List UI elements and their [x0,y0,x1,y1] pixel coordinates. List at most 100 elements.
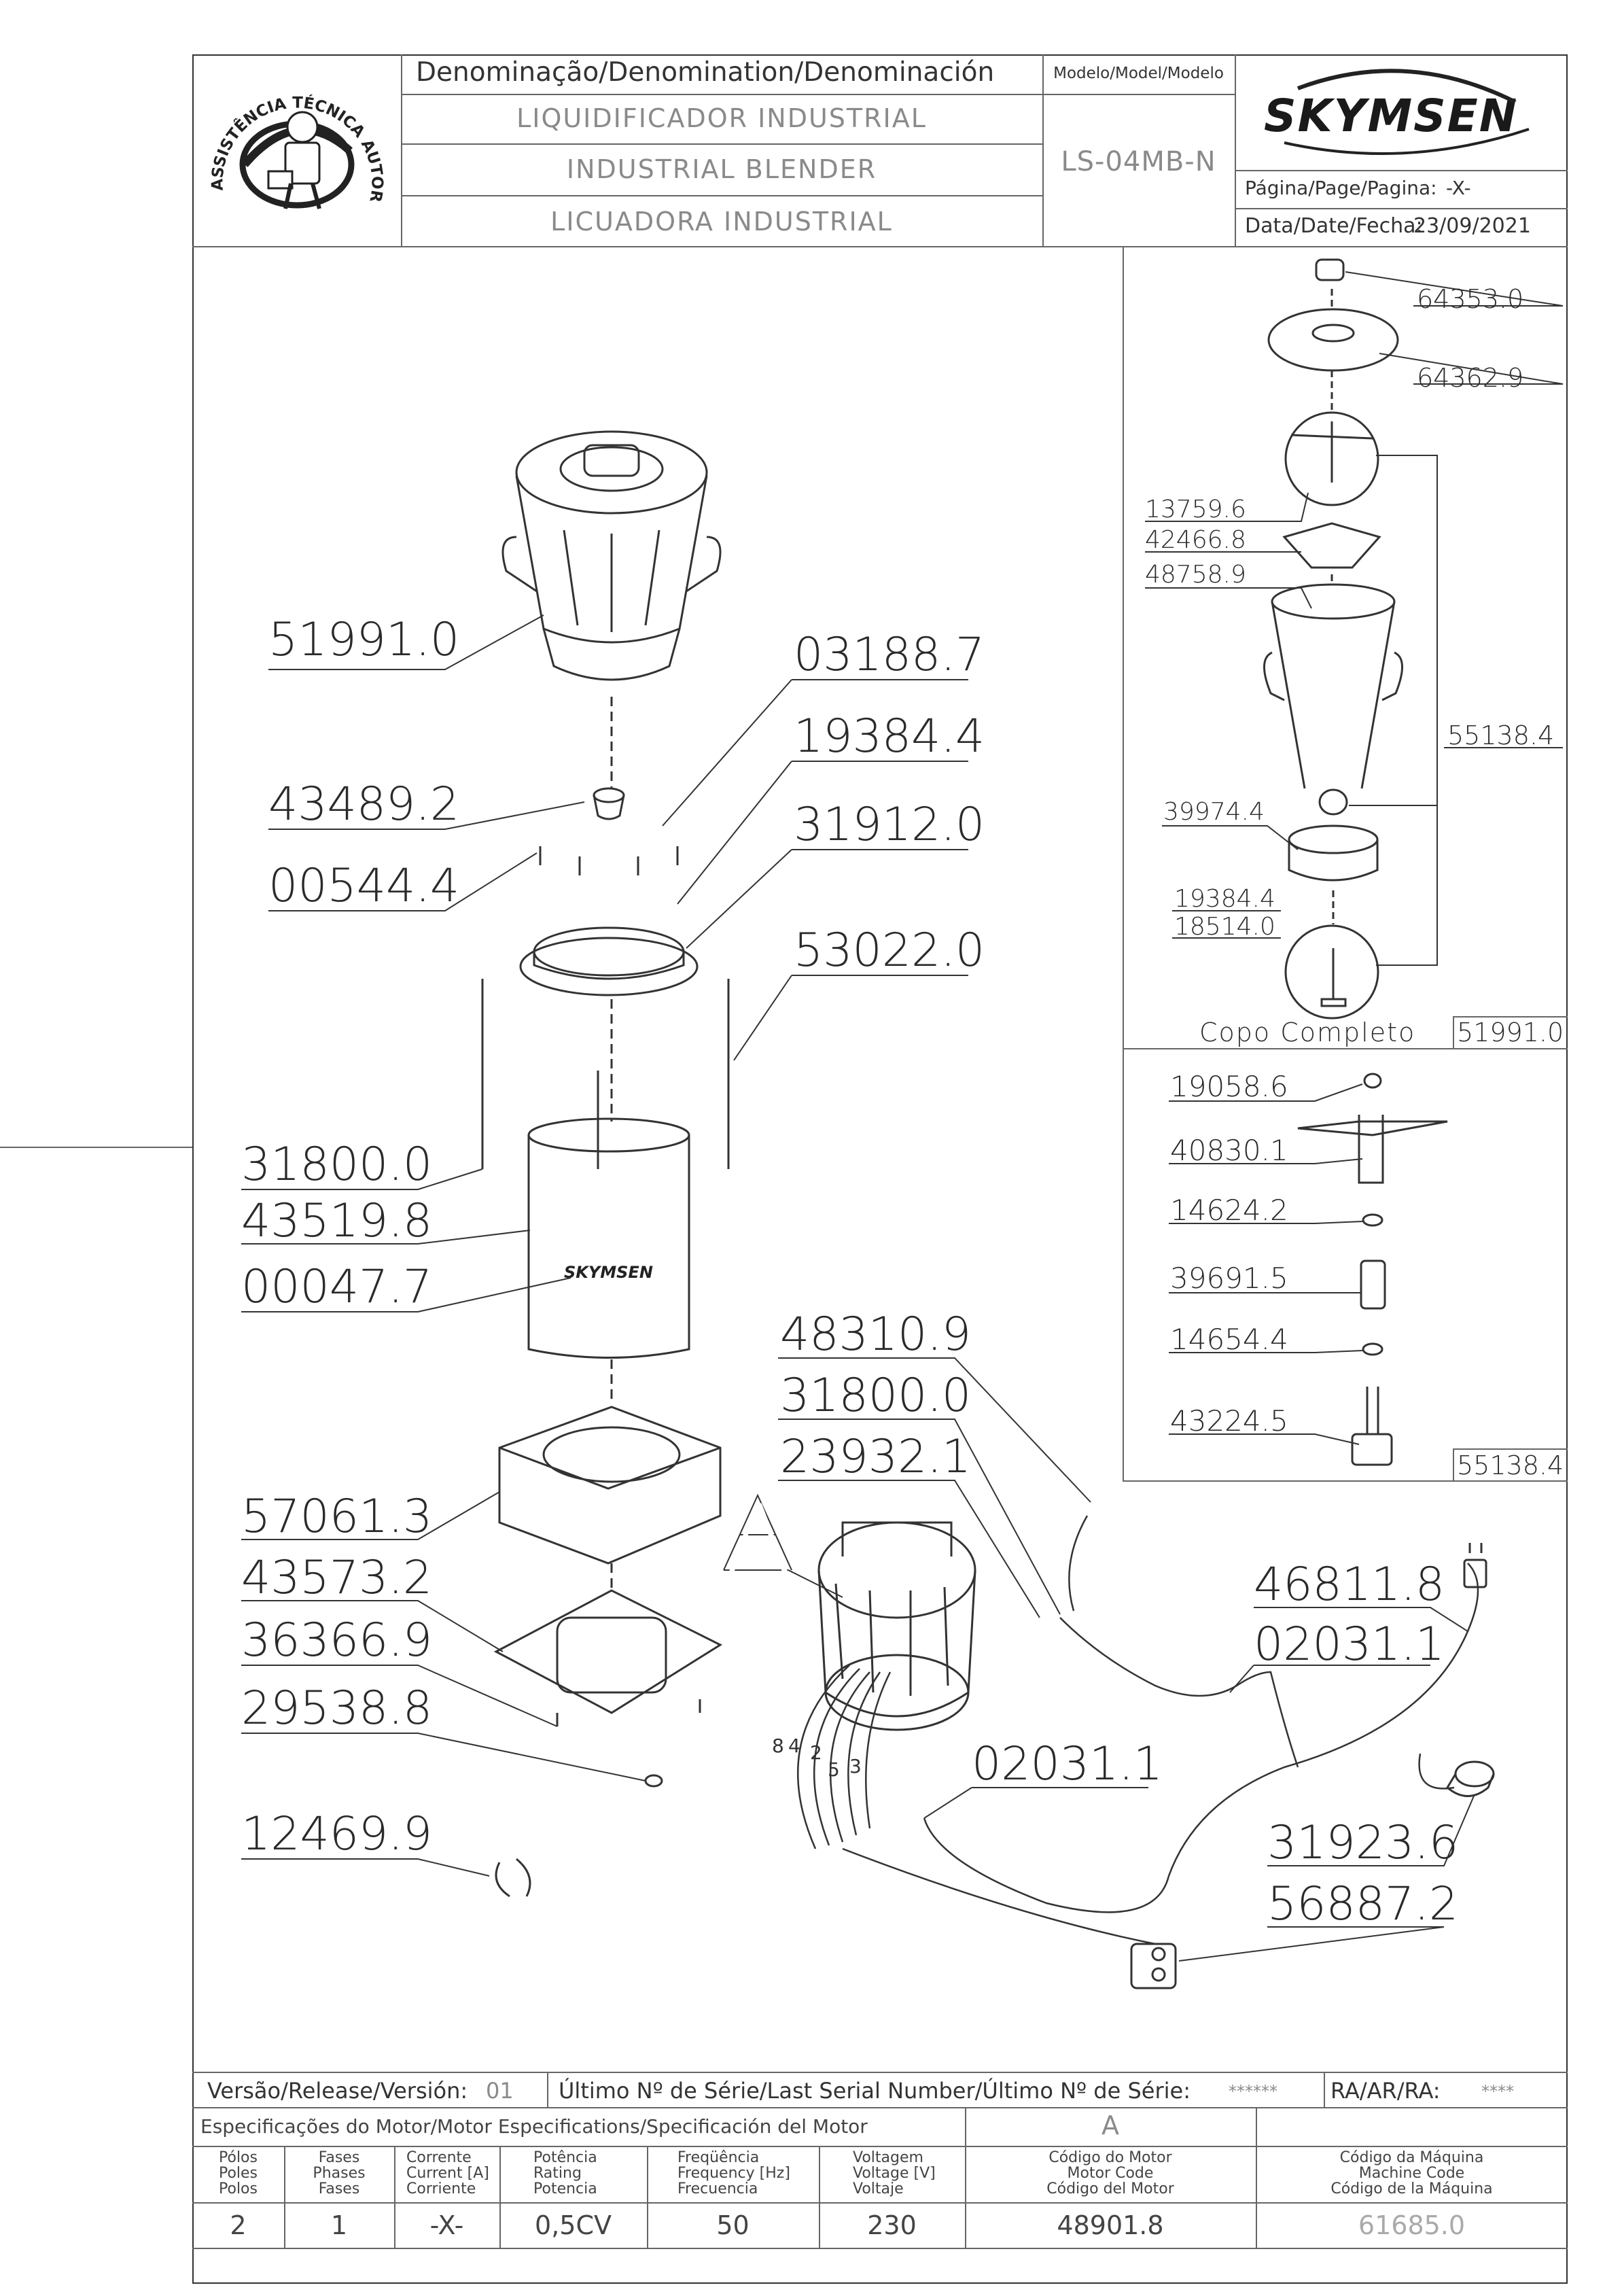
svg-text:SKYMSEN: SKYMSEN [564,1263,653,1282]
part-02031-1-a: 02031.1 [1254,1618,1445,1671]
blade-panel-leaders [1169,1083,1363,1445]
part-64353-0: 64353.0 [1417,284,1524,314]
part-53022-0: 53022.0 [794,924,985,977]
part-48310-9: 48310.9 [780,1308,972,1361]
part-03188-7: 03188.7 [794,628,985,682]
part-18514-0: 18514.0 [1174,913,1275,941]
part-19384-4: 19384.4 [794,710,985,763]
part-12469-9: 12469.9 [241,1807,433,1861]
power-plug-icon [1463,1543,1487,1588]
motor-cylinder-icon: SKYMSEN [527,1117,690,1359]
frequency-value: 50 [716,2210,750,2240]
motor-spec-label: Especificações do Motor/Motor Especifica… [200,2115,868,2138]
date-label: Data/Date/Fecha: [1245,214,1423,238]
coupling-icon [539,787,679,875]
part-64362-9: 64362.9 [1417,363,1524,393]
part-36366-9: 36366.9 [241,1614,433,1667]
part-40830-1: 40830.1 [1170,1134,1288,1167]
cup-panel-title: Copo Completo [1199,1017,1416,1047]
part-57061-3: 57061.3 [241,1490,433,1544]
part-48758-9: 48758.9 [1145,561,1246,589]
cup-panel-drawing [1263,258,1403,1020]
cup-panel-leaders [1145,271,1564,966]
brand-logo: SKYMSEN [1264,90,1519,142]
part-31923-6: 31923.6 [1267,1816,1459,1870]
base-plate-icon [519,926,699,996]
part-42466-8: 42466.8 [1145,526,1246,554]
wire-number-8: 8 [772,1735,784,1757]
part-43224-5: 43224.5 [1170,1404,1288,1438]
motor-spec-ref: A [1101,2110,1119,2140]
brand-swoosh-icon [1284,69,1530,155]
switch-icon [1130,1943,1177,1989]
motor-assembly-icon [817,1521,976,1731]
part-29538-8: 29538.8 [241,1682,433,1735]
blender-jar-icon [501,430,722,681]
name-es: LICUADORA INDUSTRIAL [550,207,893,237]
phases-value: 1 [330,2210,348,2240]
page-label: Página/Page/Pagina: [1245,177,1437,199]
voltage-value: 230 [867,2210,917,2240]
bottom-plate-icon [493,1589,723,1788]
connector-icon [1446,1760,1495,1797]
name-pt: LIQUIDIFICADOR INDUSTRIAL [516,103,927,133]
page-value: -X- [1446,177,1471,199]
rating-value: 0,5CV [535,2210,612,2240]
part-55138-4-ref: 55138.4 [1447,720,1555,750]
clip-icon [495,1858,531,1898]
blade-panel-code: 55138.4 [1457,1450,1564,1480]
model-label: Modelo/Model/Modelo [1053,65,1224,82]
part-39691-5: 39691.5 [1170,1262,1288,1295]
part-19058-6: 19058.6 [1170,1070,1288,1103]
motor-code-value: 48901.8 [1057,2210,1164,2240]
denomination-label: Denominação/Denomination/Denominación [416,57,995,88]
poles-value: 2 [230,2210,247,2240]
serial-label: Último Nº de Série/Last Serial Number/Úl… [559,2078,1191,2104]
part-51991-0: 51991.0 [268,613,460,667]
cup-panel-code: 51991.0 [1457,1017,1564,1047]
name-en: INDUSTRIAL BLENDER [566,154,877,184]
tie-rod-icon [481,979,730,1169]
model-value: LS-04MB-N [1061,146,1216,177]
part-43573-2: 43573.2 [241,1551,433,1605]
part-31800-0: 31800.0 [241,1138,433,1192]
drawing-frame [192,54,1568,2284]
wire-number-5: 5 [828,1758,840,1781]
part-43489-2: 43489.2 [268,778,460,831]
wire-number-2: 2 [810,1741,822,1764]
wire-number-3: 3 [849,1755,862,1777]
leader-lines [241,614,1475,1962]
blade-panel-drawing [1297,1073,1448,1466]
ra-value: **** [1481,2082,1514,2101]
part-31800-0-motor: 31800.0 [780,1369,972,1423]
wire-number-4: 4 [788,1735,800,1757]
part-31912-0: 31912.0 [794,798,985,852]
ra-label: RA/AR/RA: [1330,2078,1441,2104]
version-label: Versão/Release/Versión: [207,2078,468,2104]
part-00544-4: 00544.4 [268,859,460,913]
date-value: 23/09/2021 [1413,214,1531,238]
version-value: 01 [486,2078,514,2104]
part-00047-7: 00047.7 [241,1260,433,1314]
part-23932-1: 23932.1 [780,1430,972,1484]
motor-housing-icon [498,1406,722,1565]
serial-value: ****** [1229,2082,1277,2101]
current-value: -X- [429,2210,464,2240]
view-A-marker-icon [723,1493,792,1571]
machine-code-value: 61685.0 [1358,2210,1466,2240]
part-43519-8: 43519.8 [241,1194,433,1248]
view-A-label: A [724,1484,794,1602]
part-13759-6: 13759.6 [1145,495,1246,523]
part-14654-4: 14654.4 [1170,1323,1288,1356]
wiring-harness-icon [797,1515,1479,1945]
left-margin-line [0,1147,192,1148]
